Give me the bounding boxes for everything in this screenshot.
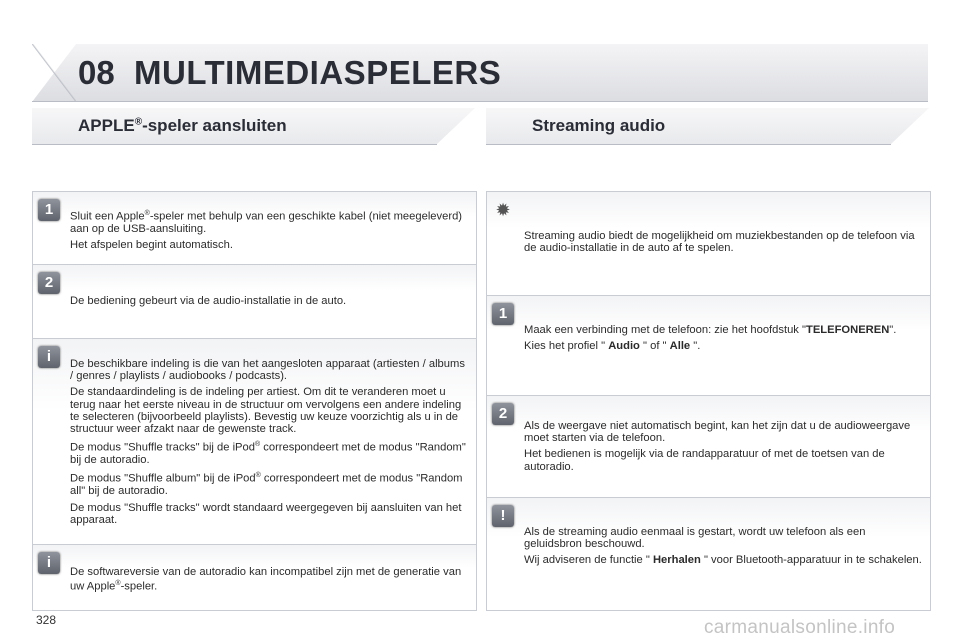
chapter-title: MULTIMEDIASPELERS bbox=[134, 54, 502, 91]
step-text: Maak een verbinding met de telefoon: zie… bbox=[524, 324, 897, 353]
info-icon: i bbox=[38, 552, 60, 574]
page-number: 328 bbox=[36, 613, 57, 627]
tip-text: Streaming audio biedt de mogelijkheid om… bbox=[524, 230, 915, 255]
step-text: Als de weergave niet automatisch begint,… bbox=[524, 420, 911, 473]
info-text: De softwareversie van de autoradio kan i… bbox=[70, 566, 462, 593]
info-row: i De beschikbare indeling is die van het… bbox=[33, 339, 476, 545]
step-row-1: 1 Maak een verbinding met de telefoon: z… bbox=[487, 296, 930, 396]
left-section-title: APPLE®-speler aansluiten bbox=[78, 116, 287, 135]
right-section-title: Streaming audio bbox=[532, 116, 666, 135]
warning-row: ! Als de streaming audio eenmaal is gest… bbox=[487, 498, 930, 610]
header-diagonal bbox=[32, 44, 76, 102]
step-1-icon: 1 bbox=[492, 303, 514, 325]
info-icon: i bbox=[38, 346, 60, 368]
step-2-icon: 2 bbox=[38, 272, 60, 294]
chapter-header bbox=[32, 44, 928, 102]
step-row-1: 1 Sluit een Apple®-speler met behulp van… bbox=[33, 192, 476, 265]
header-divider bbox=[32, 101, 928, 102]
right-section-underline bbox=[486, 144, 891, 145]
step-2-icon: 2 bbox=[492, 403, 514, 425]
right-panel: ✹ Streaming audio biedt de mogelijkheid … bbox=[486, 191, 931, 611]
step-text: De bediening gebeurt via de audio-instal… bbox=[70, 295, 347, 307]
right-section-header bbox=[486, 108, 929, 144]
step-row-2: 2 Als de weergave niet automatisch begin… bbox=[487, 396, 930, 498]
sun-icon: ✹ bbox=[495, 200, 511, 220]
left-section-header bbox=[32, 108, 475, 144]
warning-icon: ! bbox=[492, 505, 514, 527]
info-row-software: i De softwareversie van de autoradio kan… bbox=[33, 545, 476, 610]
tip-row: ✹ Streaming audio biedt de mogelijkheid … bbox=[487, 192, 930, 296]
step-1-icon: 1 bbox=[38, 199, 60, 221]
warning-text: Als de streaming audio eenmaal is gestar… bbox=[524, 526, 922, 567]
chapter-number: 08 bbox=[78, 54, 115, 91]
step-row-2: 2 De bediening gebeurt via de audio-inst… bbox=[33, 265, 476, 339]
info-text: De beschikbare indeling is die van het a… bbox=[70, 358, 466, 526]
left-section-underline bbox=[32, 144, 437, 145]
step-text: Sluit een Apple®-speler met behulp van e… bbox=[70, 210, 463, 252]
left-panel: 1 Sluit een Apple®-speler met behulp van… bbox=[32, 191, 477, 611]
watermark: carmanualsonline.info bbox=[704, 617, 896, 638]
